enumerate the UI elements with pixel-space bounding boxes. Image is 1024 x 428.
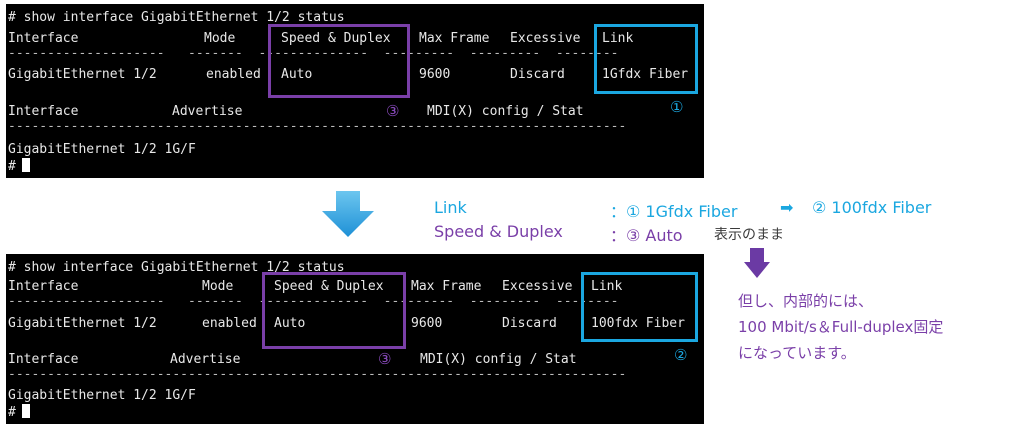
terminal-after: # show interface GigabitEthernet 1/2 sta…	[6, 254, 704, 424]
note-speed-label: Speed & Duplex	[434, 222, 563, 241]
row-speed: Auto	[281, 67, 313, 82]
header-link: Link	[591, 279, 623, 294]
row-speed: Auto	[274, 316, 306, 331]
header-maxframe: Max Frame	[419, 31, 490, 46]
header-mode: Mode	[202, 279, 234, 294]
note-speed-value: ：③ Auto	[610, 226, 683, 245]
row-mode: enabled	[202, 316, 257, 331]
speed-highlight-box	[268, 24, 410, 98]
note-detail-2: 100 Mbit/s＆Full-duplex固定	[738, 318, 944, 336]
header2-advertise: Advertise	[170, 352, 241, 367]
divider-2: ----------------------------------------…	[8, 119, 627, 134]
prompt-symbol: #	[8, 159, 16, 174]
speed-highlight-box	[262, 272, 406, 349]
prompt: #	[8, 158, 30, 175]
terminal-before: # show interface GigabitEthernet 1/2 sta…	[6, 4, 704, 178]
down-arrow-purple-icon	[744, 248, 770, 278]
row-interface: GigabitEthernet 1/2	[8, 67, 157, 82]
divider-2: ----------------------------------------…	[8, 367, 627, 382]
note-link-value: ：① 1Gfdx Fiber	[610, 202, 738, 221]
divider: -------------------- ------- -----------…	[8, 46, 619, 61]
header-interface: Interface	[8, 31, 79, 46]
row-maxframe: 9600	[419, 67, 451, 82]
command-line: # show interface GigabitEthernet 1/2 sta…	[8, 260, 345, 275]
header-link: Link	[602, 31, 634, 46]
header2-mdix: MDI(X) config / Stat	[420, 352, 577, 367]
note-link-label: Link	[434, 198, 467, 217]
row-excessive: Discard	[510, 67, 565, 82]
header2-interface: Interface	[8, 352, 79, 367]
prompt: #	[8, 404, 30, 421]
mark-speed: ③	[386, 102, 400, 120]
note-link-new: ② 100fdx Fiber	[812, 198, 932, 217]
header-speed: Speed & Duplex	[274, 279, 384, 294]
cursor	[21, 404, 30, 418]
header2-advertise: Advertise	[172, 104, 243, 119]
row2: GigabitEthernet 1/2 1G/F	[8, 388, 196, 403]
header-maxframe: Max Frame	[411, 279, 482, 294]
header2-mdix: MDI(X) config / Stat	[427, 104, 584, 119]
row-link: 100fdx Fiber	[591, 316, 685, 331]
header-excessive: Excessive	[502, 279, 573, 294]
row-interface: GigabitEthernet 1/2	[8, 316, 157, 331]
note-detail-3: になっています。	[738, 344, 856, 362]
down-arrow-icon	[322, 191, 374, 237]
row-maxframe: 9600	[411, 316, 443, 331]
mark-link: ②	[674, 346, 688, 364]
header-mode: Mode	[204, 31, 236, 46]
note-detail-1: 但し、内部的には、	[738, 292, 874, 310]
row-excessive: Discard	[502, 316, 557, 331]
header-speed: Speed & Duplex	[281, 31, 391, 46]
header-interface: Interface	[8, 279, 79, 294]
link-highlight-box	[594, 24, 698, 94]
header-excessive: Excessive	[510, 31, 581, 46]
row-mode: enabled	[206, 67, 261, 82]
command-line: # show interface GigabitEthernet 1/2 sta…	[8, 10, 345, 25]
mark-speed: ③	[378, 350, 392, 368]
link-highlight-box	[581, 272, 698, 342]
cursor	[21, 158, 30, 172]
prompt-symbol: #	[8, 405, 16, 420]
header2-interface: Interface	[8, 104, 79, 119]
right-arrow-icon: ➡	[780, 198, 794, 217]
divider: -------------------- ------- -----------…	[8, 294, 619, 309]
mark-link: ①	[670, 98, 684, 116]
note-speed-suffix: 表示のまま	[714, 227, 784, 243]
row-link: 1Gfdx Fiber	[602, 67, 689, 82]
row2: GigabitEthernet 1/2 1G/F	[8, 142, 196, 157]
